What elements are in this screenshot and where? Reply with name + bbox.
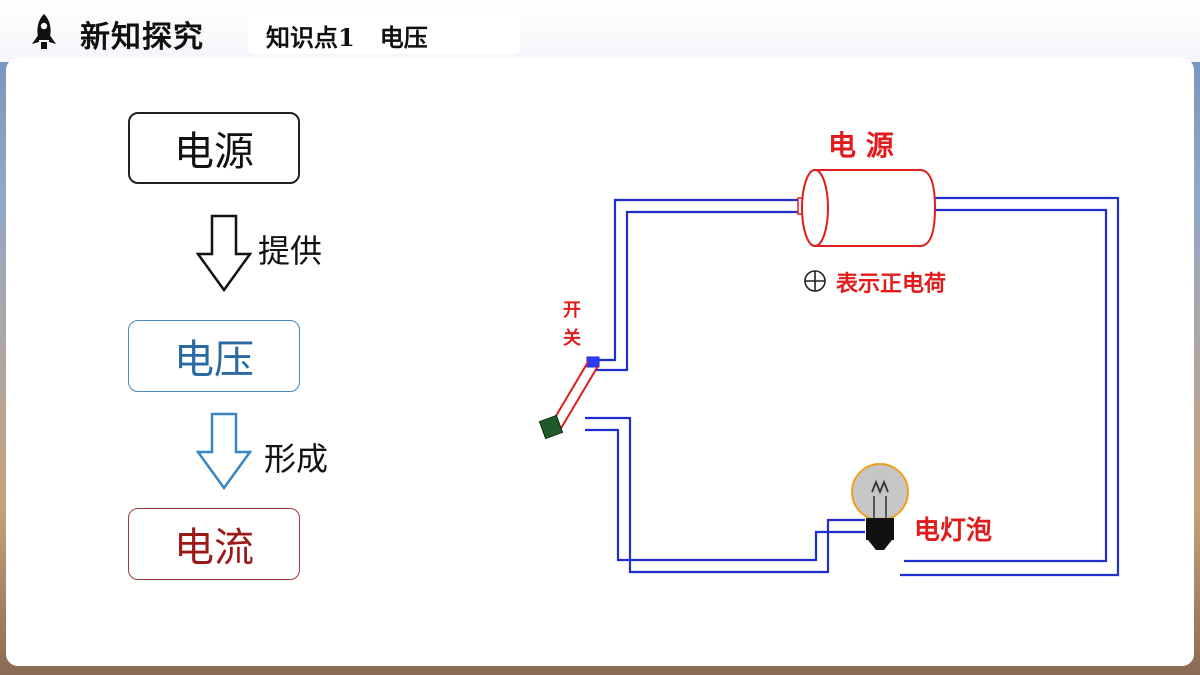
power-source-box: 电源: [128, 112, 300, 184]
light-bulb-icon: [851, 463, 909, 550]
circuit-drawing: [538, 169, 1120, 577]
positive-charge-icon: [804, 270, 826, 292]
down-arrow-icon: [196, 214, 252, 292]
bulb-label: 电灯泡: [914, 516, 993, 546]
top-bar: 新知探究 知识点1 电压: [0, 0, 1200, 62]
voltage-box: 电压: [128, 320, 300, 392]
switch-label: 关: [563, 328, 581, 349]
power-label: 电 源: [828, 129, 894, 162]
form-label: 形成: [264, 440, 329, 478]
current-box: 电流: [128, 508, 300, 580]
down-arrow-icon: [196, 412, 252, 490]
topic-tab[interactable]: 知识点1 电压: [248, 10, 520, 54]
rocket-icon: [32, 14, 56, 49]
circuit-diagram: 电 源 表示正电荷 开 关 电灯泡: [530, 120, 1130, 590]
section-title: 新知探究: [80, 20, 204, 55]
voltage-text: 电压: [174, 337, 254, 383]
switch-label: 开: [563, 300, 581, 321]
topic-tab-label: 知识点1 电压: [266, 23, 428, 52]
provide-label: 提供: [258, 232, 323, 270]
battery-icon: [797, 169, 937, 247]
power-source-text: 电源: [174, 129, 254, 175]
positive-charge-label: 表示正电荷: [836, 272, 947, 297]
switch-icon: [538, 356, 600, 440]
current-text: 电流: [174, 525, 254, 571]
